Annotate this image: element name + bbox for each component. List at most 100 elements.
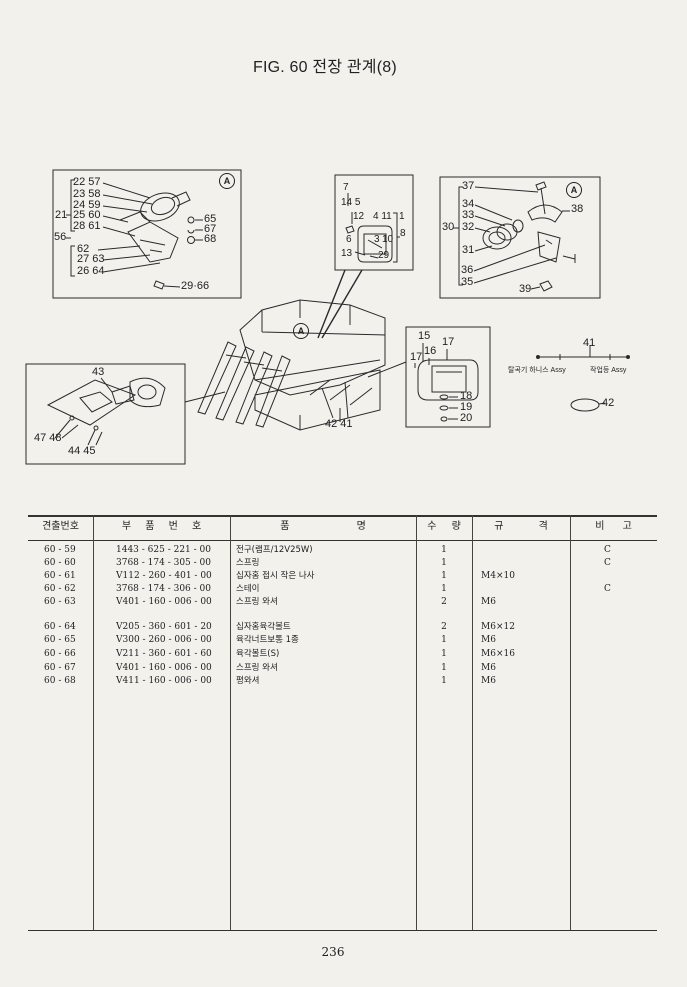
quantity: 2 <box>441 597 447 607</box>
part-no: 1443 - 625 - 221 - 00 <box>116 545 212 555</box>
remarks: C <box>604 584 611 594</box>
quantity: 1 <box>441 584 447 594</box>
callout-label: 17 <box>442 336 455 348</box>
spec: M6 <box>481 676 496 686</box>
diagram-box-1 <box>52 169 242 299</box>
callout-label: 39 <box>519 283 532 295</box>
quantity: 1 <box>441 635 447 645</box>
diagram-box-4 <box>405 326 491 428</box>
callout-label: 29·66 <box>181 280 210 292</box>
part-name: 스프링 와셔 <box>236 663 278 673</box>
part-name: 십자홈 접시 작은 나사 <box>236 571 315 581</box>
callout-label: 23 58 <box>73 188 101 200</box>
part-no: 3768 - 174 - 305 - 00 <box>116 558 212 568</box>
callout-label: 10 <box>382 234 394 245</box>
callout-label: 13 <box>341 248 353 259</box>
callout-label: 43 <box>92 366 105 378</box>
callout-label: 16 <box>424 345 437 357</box>
remarks: C <box>604 558 611 568</box>
page-title: FIG. 60 전장 관계(8) <box>253 59 397 76</box>
header-ref-no: 견출번호 <box>42 521 79 532</box>
spec: M6 <box>481 663 496 673</box>
callout-label: 1 <box>399 211 405 222</box>
part-name: 십자홈육각볼트 <box>236 622 291 632</box>
part-no: V211 - 360 - 601 - 60 <box>116 649 212 659</box>
callout-label: 18 <box>460 390 473 402</box>
part-name: 스프링 와셔 <box>236 597 278 607</box>
callout-label: 36 <box>461 264 474 276</box>
ref-no: 60 - 66 <box>44 649 76 659</box>
callout-label: 38 <box>571 203 584 215</box>
table-row: 60 - 59 1443 - 625 - 221 - 00 전구(램프/12V2… <box>0 545 687 556</box>
view-a-badge: A <box>566 182 582 198</box>
column-divider <box>230 515 231 930</box>
harness-assy-label: 탈곡기 하니스 Assy <box>508 367 566 374</box>
callout-label: 15 <box>418 330 431 342</box>
column-divider <box>93 515 94 930</box>
table-row: 60 - 61 V112 - 260 - 401 - 00 십자홈 접시 작은 … <box>0 571 687 582</box>
ref-no: 60 - 63 <box>44 597 76 607</box>
part-no: 3768 - 174 - 306 - 00 <box>116 584 212 594</box>
callout-label: 25 60 <box>73 209 101 221</box>
harness-drawing <box>536 345 630 412</box>
callout-label: 22 57 <box>73 176 101 188</box>
callout-label: 56 <box>54 231 67 243</box>
header-remarks: 비 고 <box>595 521 632 532</box>
page-number: 236 <box>321 945 345 959</box>
spec: M6 <box>481 597 496 607</box>
view-a-badge: A <box>293 323 309 339</box>
ref-no: 60 - 68 <box>44 676 76 686</box>
header-part-name: 품 명 <box>280 521 366 532</box>
table-row: 60 - 63 V401 - 160 - 006 - 00 스프링 와셔 2 M… <box>0 597 687 608</box>
callout-label: 7 <box>343 182 349 193</box>
spec: M6×12 <box>481 622 515 632</box>
callout-label: 3 <box>374 234 380 245</box>
table-row: 60 - 64 V205 - 360 - 601 - 20 십자홈육각볼트 2 … <box>0 622 687 633</box>
table-top-rule <box>28 515 657 517</box>
spec: M6 <box>481 635 496 645</box>
quantity: 1 <box>441 676 447 686</box>
ref-no: 60 - 67 <box>44 663 76 673</box>
callout-label: 35 <box>461 276 474 288</box>
callout-label: 47 48 <box>34 432 62 444</box>
callout-label: 24 59 <box>73 199 101 211</box>
quantity: 1 <box>441 571 447 581</box>
callout-label: 26 64 <box>77 265 105 277</box>
callout-label: 19 <box>460 401 473 413</box>
callout-label: 65 <box>204 213 217 225</box>
part-no: V411 - 160 - 006 - 00 <box>116 676 212 686</box>
ref-no: 60 - 60 <box>44 558 76 568</box>
callout-label: 33 <box>462 209 475 221</box>
callout-label: 42 <box>602 397 615 409</box>
callout-label: 41 <box>583 337 596 349</box>
quantity: 2 <box>441 622 447 632</box>
diagram-box-5 <box>25 363 186 465</box>
combine-header-drawing <box>184 269 407 431</box>
callout-label: 44 45 <box>68 445 96 457</box>
part-no: V112 - 260 - 401 - 00 <box>116 571 212 581</box>
part-name: 평와셔 <box>236 676 260 686</box>
callout-label: 68 <box>204 233 217 245</box>
diagram-box-2 <box>334 174 414 271</box>
ref-no: 60 - 65 <box>44 635 76 645</box>
callout-label: 4 11 <box>373 211 392 222</box>
header-part-no: 부 품 번 호 <box>121 521 202 532</box>
table-row: 60 - 67 V401 - 160 - 006 - 00 스프링 와셔 1 M… <box>0 663 687 674</box>
quantity: 1 <box>441 558 447 568</box>
callout-label: 32 <box>462 221 475 233</box>
part-no: V401 - 160 - 006 - 00 <box>116 597 212 607</box>
callout-label: 14 5 <box>341 197 361 208</box>
ref-no: 60 - 64 <box>44 622 76 632</box>
callout-label: 8 <box>400 228 406 239</box>
ref-no: 60 - 59 <box>44 545 76 555</box>
remarks: C <box>604 545 611 555</box>
quantity: 1 <box>441 649 447 659</box>
callout-label: 42 41 <box>325 418 353 430</box>
spec: M6×16 <box>481 649 515 659</box>
column-divider <box>416 515 417 930</box>
ref-no: 60 - 62 <box>44 584 76 594</box>
table-row: 60 - 62 3768 - 174 - 306 - 00 스테이 1 C <box>0 584 687 595</box>
column-divider <box>570 515 571 930</box>
table-row: 60 - 68 V411 - 160 - 006 - 00 평와셔 1 M6 <box>0 676 687 687</box>
callout-label: 27 63 <box>77 253 105 265</box>
